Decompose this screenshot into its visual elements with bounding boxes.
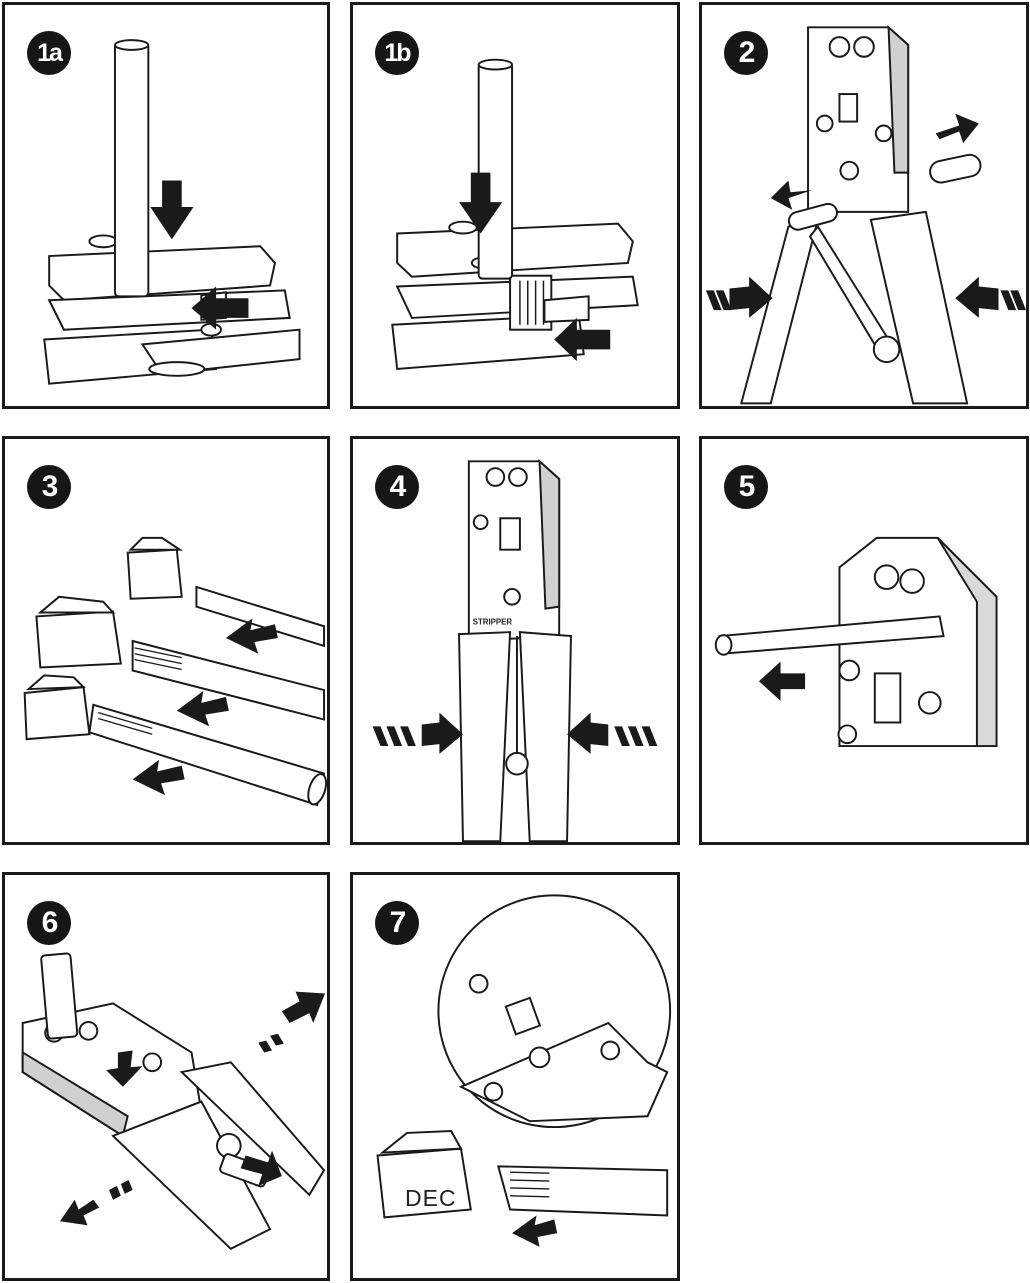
step-3-panel: 3 bbox=[2, 436, 330, 845]
step-2-panel: 2 bbox=[699, 2, 1029, 409]
crimp-tool-squeeze-illustration: STRIPPER bbox=[372, 459, 658, 842]
die-change-illustration bbox=[376, 894, 672, 1247]
cable-insertion-illustration bbox=[23, 536, 327, 807]
cable-removal-illustration bbox=[714, 536, 998, 748]
step-1a-panel: 1a bbox=[2, 2, 330, 409]
step-1b-panel: 1b bbox=[350, 2, 680, 409]
step-badge-2: 2 bbox=[724, 31, 768, 75]
step-badge-3: 3 bbox=[27, 465, 71, 509]
step-badge-6: 6 bbox=[27, 901, 71, 945]
connector-dec-label: DEC bbox=[405, 1185, 457, 1211]
crimp-die-illustration bbox=[391, 58, 639, 371]
step-5-panel: 5 bbox=[699, 436, 1029, 845]
step-badge-1a: 1a bbox=[27, 31, 71, 75]
stripper-marking: STRIPPER bbox=[473, 617, 513, 626]
step-badge-7: 7 bbox=[375, 901, 419, 945]
crimp-tool-stripping-illustration bbox=[705, 25, 1026, 405]
ratchet-release-illustration bbox=[21, 952, 326, 1250]
step-6-panel: 6 bbox=[2, 872, 330, 1281]
step-4-panel: STRIPPER 4 bbox=[350, 436, 680, 845]
step-7-panel: DEC 7 bbox=[350, 872, 680, 1281]
step-badge-5: 5 bbox=[724, 465, 768, 509]
crimp-die-illustration bbox=[43, 39, 301, 385]
step-badge-4: 4 bbox=[375, 465, 419, 509]
step-badge-1b: 1b bbox=[375, 31, 419, 75]
